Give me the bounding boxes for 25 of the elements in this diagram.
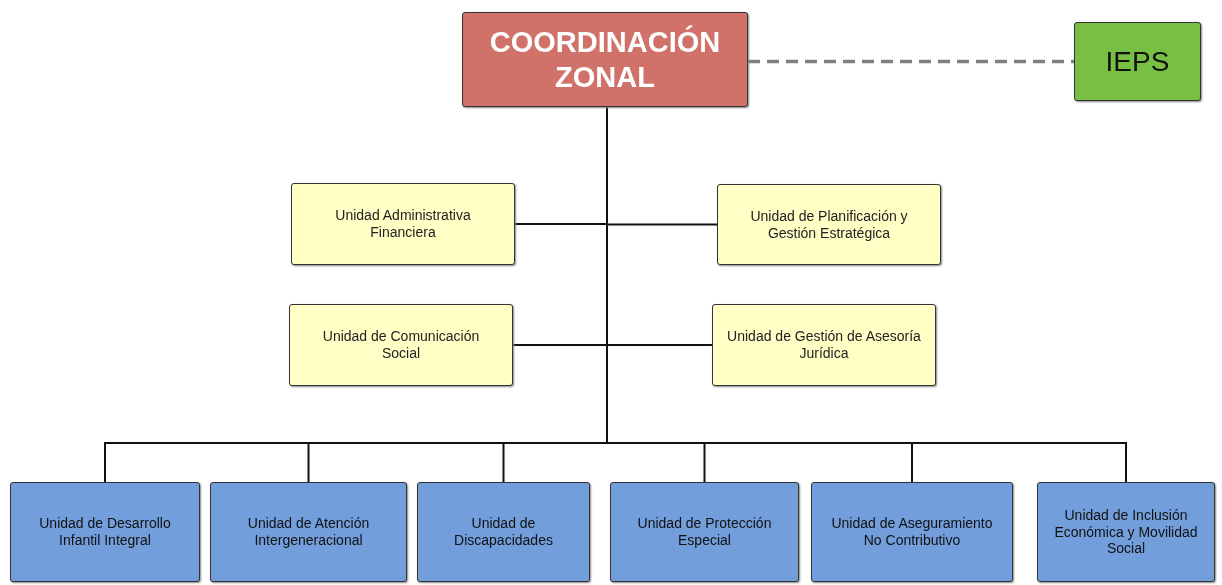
unit-name: Unidad de Aseguramiento No Contributivo [830,515,994,549]
unit-box [1037,482,1215,582]
dashed-connector [748,59,1074,64]
unit-box [291,183,515,265]
unit-name: IEPS [1105,44,1170,79]
unit-box [417,482,590,582]
unit-name: Unidad de Planificación y Gestión Estratégica [749,207,909,242]
unit-box [10,482,200,582]
unit-box [289,304,513,386]
unit-name: Unidad de Discapacidades [453,515,554,549]
unit-name: Unidad de Comunicación Social [321,328,481,362]
unit-box [712,304,936,386]
unit-box [717,184,941,265]
unit-name: Unidad de Gestión de Asesoría Jurídica [727,328,921,362]
unit-name: Unidad de Inclusión Económica y Movilidad Social [1053,506,1199,558]
unit-name: Unidad de Atención Intergeneracional [246,515,371,549]
unit-box [610,482,799,582]
unit-name: Unidad Administrativa Financiera [334,207,472,241]
unit-box [210,482,407,582]
unit-name: COORDINACIÓN ZONAL [488,24,722,95]
head-box [462,12,748,107]
unit-box [811,482,1013,582]
unit-name: Unidad de Protección Especial [636,515,773,549]
unit-name: Unidad de Desarrollo Infantil Integral [38,515,172,549]
external-box [1074,22,1201,101]
